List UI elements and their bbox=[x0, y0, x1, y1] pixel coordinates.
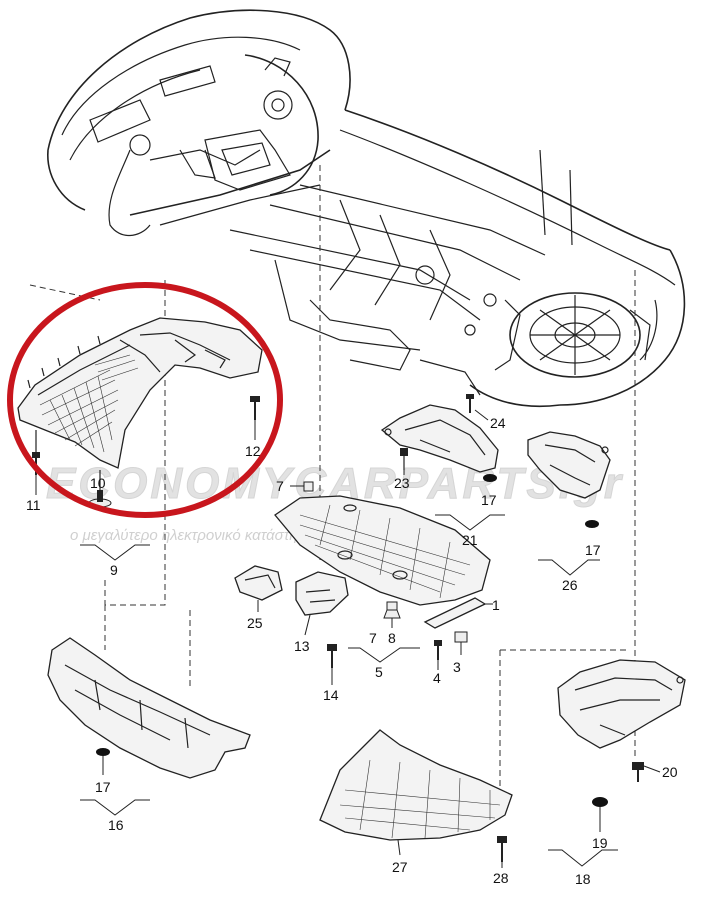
callout-27: 27 bbox=[392, 859, 408, 875]
car-underbody bbox=[47, 9, 686, 408]
callout-28: 28 bbox=[493, 870, 509, 886]
callout-7-bottom: 7 bbox=[369, 630, 377, 646]
part-18-rear-cover bbox=[557, 659, 686, 749]
bolt-14 bbox=[327, 644, 337, 668]
nut-8 bbox=[383, 601, 401, 619]
callout-labels: 1 3 4 5 7 7 8 9 10 11 12 13 14 16 17 17 … bbox=[26, 415, 678, 887]
part-5-underbody-panel bbox=[274, 495, 491, 606]
part-13-cover bbox=[295, 571, 349, 616]
part-21-side-cover bbox=[380, 404, 499, 473]
callout-10: 10 bbox=[90, 475, 106, 491]
callout-16: 16 bbox=[108, 817, 124, 833]
callout-17-center: 17 bbox=[481, 492, 497, 508]
clip-24 bbox=[466, 394, 474, 413]
callout-25: 25 bbox=[247, 615, 263, 631]
grommet-19 bbox=[592, 797, 608, 807]
callout-17-right: 17 bbox=[585, 542, 601, 558]
grommet-17-left bbox=[96, 748, 110, 756]
callout-14: 14 bbox=[323, 687, 339, 703]
bolt-4 bbox=[434, 640, 442, 660]
part-3-bracket bbox=[454, 631, 468, 643]
grommet-17-right bbox=[585, 520, 599, 528]
bolt-12 bbox=[250, 396, 260, 420]
callout-24: 24 bbox=[490, 415, 506, 431]
callout-9: 9 bbox=[110, 562, 118, 578]
callout-3: 3 bbox=[453, 659, 461, 675]
callout-5: 5 bbox=[375, 664, 383, 680]
part-25-cover bbox=[234, 565, 283, 601]
callout-19: 19 bbox=[592, 835, 608, 851]
callout-20: 20 bbox=[662, 764, 678, 780]
callout-8: 8 bbox=[388, 630, 396, 646]
callout-12: 12 bbox=[245, 443, 261, 459]
grommet-17-center bbox=[483, 474, 497, 482]
part-9-engine-shield bbox=[17, 317, 263, 469]
clip-7-top bbox=[303, 481, 314, 492]
part-26-side-cover bbox=[527, 431, 611, 499]
highlight-ring bbox=[7, 282, 283, 518]
callout-1: 1 bbox=[492, 597, 500, 613]
leader-lines bbox=[35, 409, 661, 868]
nut-23 bbox=[400, 448, 408, 470]
callout-17-left: 17 bbox=[95, 779, 111, 795]
callout-26: 26 bbox=[562, 577, 578, 593]
callout-11: 11 bbox=[26, 497, 41, 513]
bolt-20 bbox=[632, 762, 644, 782]
callout-4: 4 bbox=[433, 670, 441, 686]
part-16-lower-trim bbox=[47, 637, 251, 779]
callout-21: 21 bbox=[462, 532, 478, 548]
callout-18: 18 bbox=[575, 871, 591, 887]
callout-7-top: 7 bbox=[276, 478, 284, 494]
bolt-28 bbox=[497, 836, 507, 862]
callout-23: 23 bbox=[394, 475, 410, 491]
callout-13: 13 bbox=[294, 638, 310, 654]
part-27-rear-cover bbox=[319, 729, 513, 841]
